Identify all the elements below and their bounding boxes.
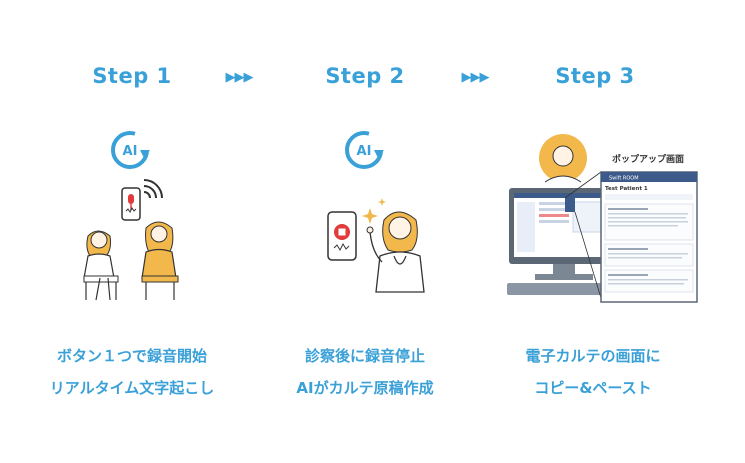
popup-label: ポップアップ画面: [612, 155, 685, 165]
step-2-title: Step 2: [325, 64, 405, 88]
popup-header: Swift ROOM: [609, 176, 639, 182]
wifi-signal-icon: [143, 179, 163, 199]
popup-window: Swift ROOM Test Patient 1: [600, 171, 698, 303]
step-2-caption: 診察後に録音停止 AIがカルテ原稿作成: [245, 340, 485, 404]
doctor-avatar: [539, 134, 587, 183]
microphone-icon: [125, 194, 137, 213]
step-2-caption-line-2: AIがカルテ原稿作成: [296, 379, 434, 397]
arrow-1: ▶▶▶: [225, 70, 254, 85]
doctor-figure: [141, 221, 179, 300]
patient-figure: [83, 230, 119, 301]
desktop-monitor: [507, 188, 619, 295]
step-1-title: Step 1: [92, 64, 172, 88]
phone-recording: [121, 187, 141, 221]
step-3-caption: 電子カルテの画面に コピー&ペースト: [473, 340, 713, 404]
ai-cycle-icon: AI: [111, 131, 150, 169]
step-3-caption-line-1: 電子カルテの画面に: [525, 347, 661, 365]
step-1-caption-line-1: ボタン１つで録音開始: [56, 347, 207, 365]
stop-icon: [334, 224, 350, 240]
ai-cycle-icon: AI: [345, 131, 384, 169]
step-3-caption-line-2: コピー&ペースト: [534, 379, 652, 397]
ai-badge-text: AI: [123, 144, 138, 159]
phone-stopped: [327, 211, 357, 261]
arrow-2: ▶▶▶: [461, 70, 490, 85]
ai-badge-text: AI: [357, 144, 372, 159]
zoom-line: [574, 211, 602, 299]
zoom-line: [564, 171, 602, 199]
step-1-caption-line-2: リアルタイム文字起こし: [49, 379, 215, 397]
popup-patient: Test Patient 1: [605, 186, 648, 192]
step-3-title: Step 3: [555, 64, 635, 88]
step-3-illustration: Swift ROOM Test Patient 1: [507, 134, 698, 303]
doctor-figure: [366, 211, 425, 293]
step-1-illustration: AI: [83, 131, 179, 301]
step-1-caption: ボタン１つで録音開始 リアルタイム文字起こし: [12, 340, 252, 404]
step-2-caption-line-1: 診察後に録音停止: [304, 347, 425, 365]
step-2-illustration: AI: [327, 131, 425, 293]
sparkle-icon: [362, 198, 386, 224]
